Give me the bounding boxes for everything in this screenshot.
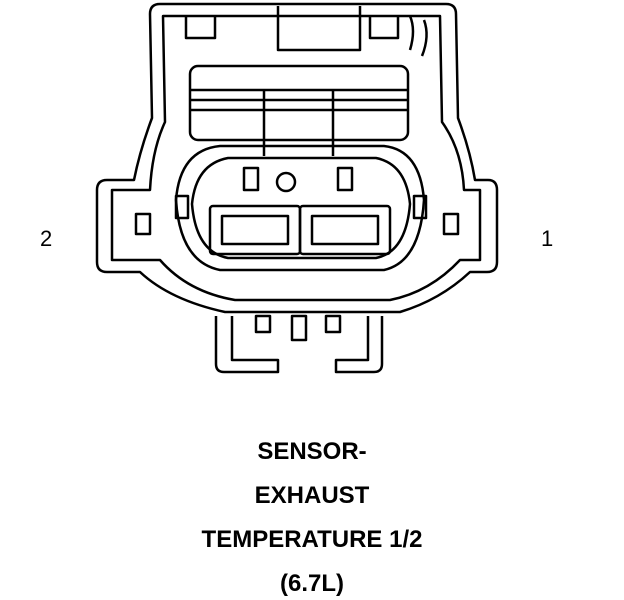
pin-cavity-2	[208, 204, 302, 256]
terminal-slot-right	[412, 194, 428, 220]
caption-line-1: SENSOR-	[257, 438, 367, 465]
latch-block	[188, 64, 410, 142]
top-right-clip	[408, 15, 428, 57]
cavity-housing-inner	[190, 156, 412, 260]
pin-cavity-1	[298, 204, 392, 256]
bottom-rib-2	[290, 314, 308, 342]
terminal-tab-1	[242, 166, 260, 192]
bottom-tab-left	[214, 316, 280, 374]
bottom-rib-1	[254, 314, 272, 334]
caption-line-2: EXHAUST	[254, 482, 370, 509]
side-nub-right	[442, 212, 460, 236]
bottom-tab-right	[334, 316, 384, 374]
connector-inner-shell	[110, 14, 482, 302]
cavity-housing-outer	[174, 144, 426, 272]
pin-label-1: 1	[541, 226, 554, 251]
top-lock-tab	[276, 6, 362, 52]
pin-cavity-2-inner	[220, 214, 290, 246]
caption-line-3: TEMPERATURE 1/2	[201, 526, 423, 553]
pin-cavity-1-inner	[310, 214, 380, 246]
top-side-rib-right	[368, 16, 400, 40]
caption-line-4: (6.7L)	[279, 570, 344, 597]
terminal-slot-left	[174, 194, 190, 220]
terminal-tab-2	[336, 166, 354, 192]
side-nub-left	[134, 212, 152, 236]
top-side-rib-left	[184, 16, 217, 40]
pin-label-2: 2	[40, 226, 53, 251]
connector-outer-shell	[95, 2, 499, 314]
terminal-keyway	[275, 171, 297, 193]
bottom-rib-3	[324, 314, 342, 334]
